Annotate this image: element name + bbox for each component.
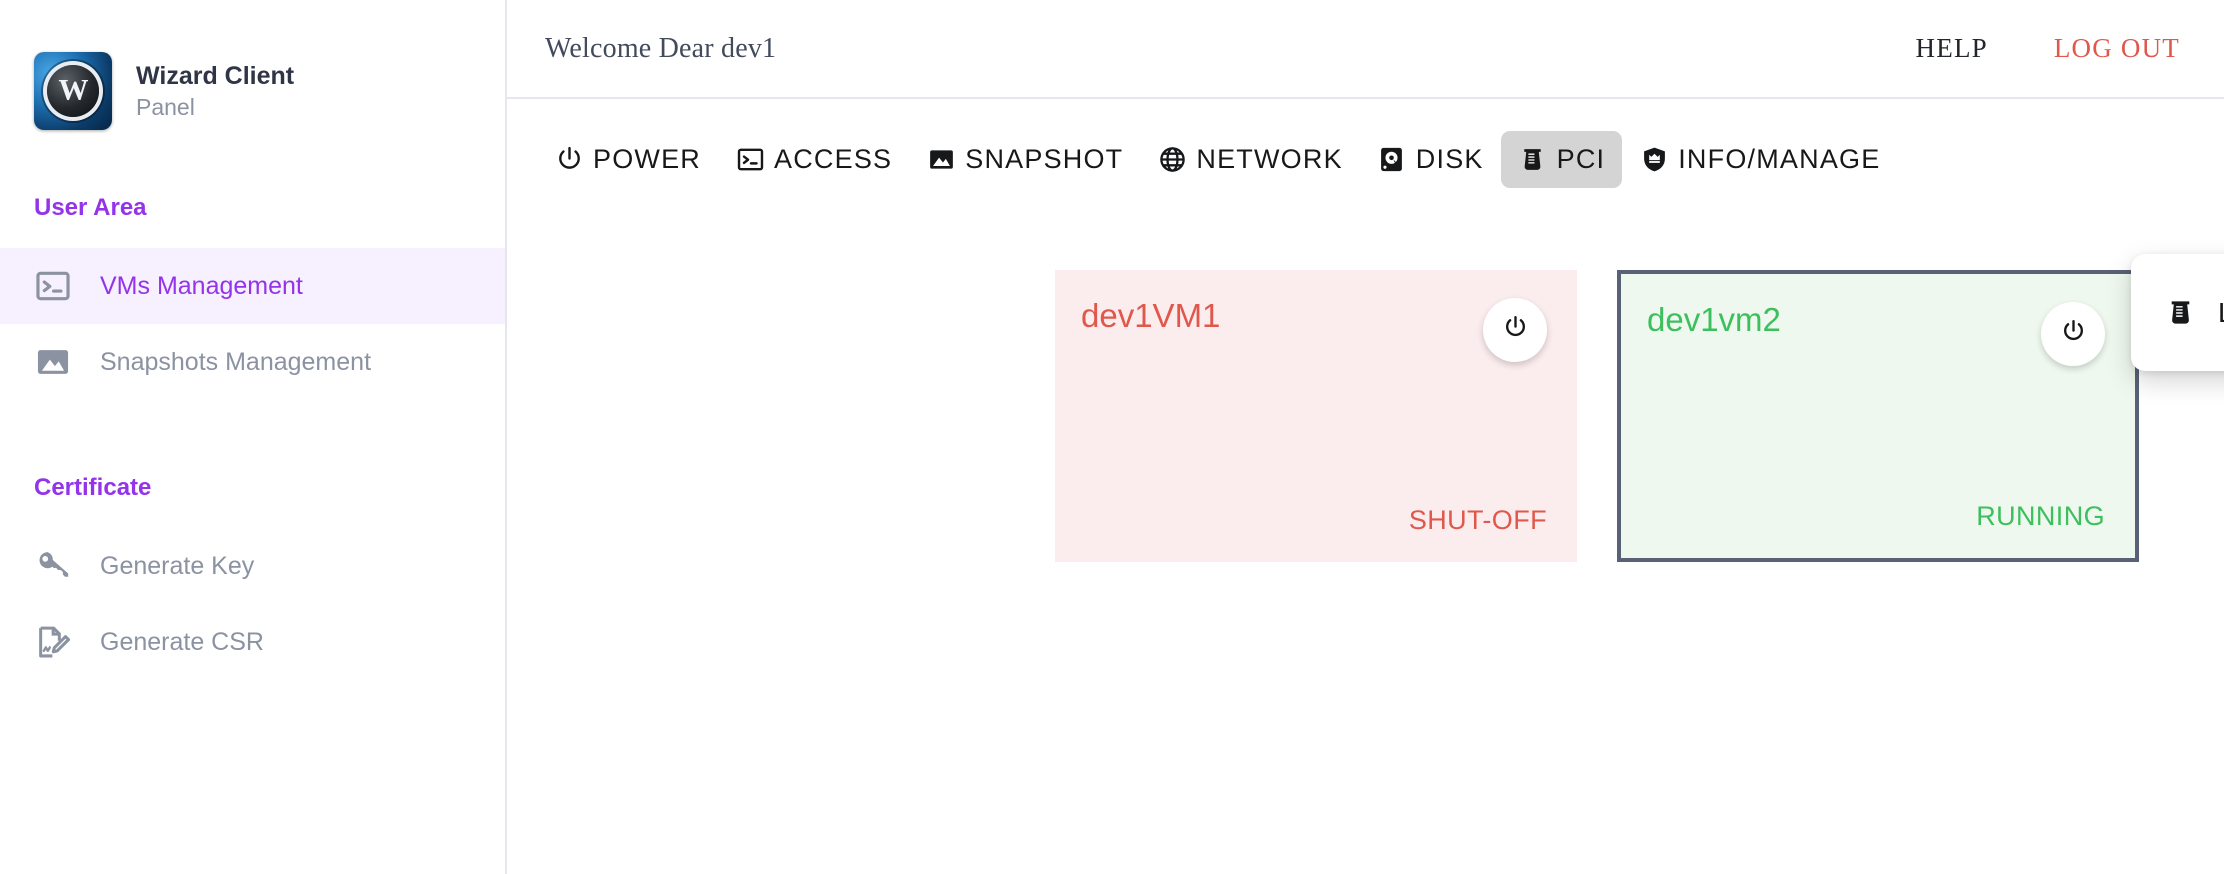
tab-label: DISK <box>1415 144 1484 174</box>
vm-status-badge: RUNNING <box>1976 501 2105 531</box>
vm-action-toolbar: POWER ACCESS <box>507 99 2224 188</box>
tab-snapshot[interactable]: SNAPSHOT <box>909 131 1140 188</box>
beaker-icon <box>2164 297 2196 329</box>
sidebar-section-certificate: Certificate <box>34 474 152 501</box>
document-pencil-icon <box>34 623 72 661</box>
beaker-icon <box>1518 145 1548 175</box>
power-icon <box>1502 314 1529 346</box>
wizard-w-logo-icon: W <box>34 52 112 130</box>
main-content: Welcome Dear dev1 HELP LOG OUT POWER <box>507 0 2224 874</box>
tab-access[interactable]: ACCESS <box>718 131 909 188</box>
welcome-message: Welcome Dear dev1 <box>545 32 777 64</box>
shield-crown-icon <box>1639 145 1669 175</box>
terminal-icon <box>735 145 765 175</box>
brand-title: Wizard Client <box>136 61 295 90</box>
sidebar-item-label: Generate CSR <box>100 627 264 656</box>
tab-label: PCI <box>1556 144 1606 174</box>
sidebar-nav: User Area VMs Management <box>0 194 505 680</box>
terminal-icon <box>34 267 72 305</box>
tab-disk[interactable]: DISK <box>1360 131 1501 188</box>
hard-drive-icon <box>1377 145 1407 175</box>
sidebar-item-label: VMs Management <box>100 271 303 300</box>
sidebar-item-label: Snapshots Management <box>100 347 372 376</box>
tab-label: POWER <box>593 144 702 174</box>
image-icon <box>926 145 956 175</box>
menu-item-list-pci[interactable]: List PCI <box>2131 254 2224 371</box>
help-button[interactable]: HELP <box>1915 33 1988 63</box>
logo-ring <box>47 65 99 117</box>
logout-button[interactable]: LOG OUT <box>2053 33 2180 63</box>
sidebar-item-vms-management[interactable]: VMs Management <box>0 248 505 324</box>
vm-name: dev1vm2 <box>1647 301 1781 338</box>
tab-label: SNAPSHOT <box>965 144 1124 174</box>
tab-power[interactable]: POWER <box>537 131 718 188</box>
sidebar-section-user-area: User Area <box>34 194 147 221</box>
tab-label: INFO/MANAGE <box>1678 144 1881 174</box>
vm-status-badge: SHUT-OFF <box>1408 505 1547 535</box>
key-icon <box>34 547 72 585</box>
tab-network[interactable]: NETWORK <box>1140 131 1359 188</box>
brand-subtitle: Panel <box>136 93 195 120</box>
pci-dropdown-menu: List PCI <box>2131 254 2224 371</box>
sidebar: W Wizard Client Panel User Area VMs Mana… <box>0 0 507 874</box>
tab-info-manage[interactable]: INFO/MANAGE <box>1622 131 1897 188</box>
menu-item-label: List PCI <box>2218 297 2224 329</box>
tab-label: ACCESS <box>774 144 893 174</box>
vm-power-button[interactable] <box>2041 302 2105 366</box>
sidebar-item-label: Generate Key <box>100 551 255 580</box>
vm-card[interactable]: dev1vm2 RUNNING <box>1617 270 2139 562</box>
vm-power-button[interactable] <box>1483 298 1547 362</box>
globe-icon <box>1157 145 1187 175</box>
image-icon <box>34 343 72 381</box>
sidebar-item-generate-csr[interactable]: Generate CSR <box>0 604 505 680</box>
tab-pci[interactable]: PCI <box>1500 131 1623 188</box>
topbar: Welcome Dear dev1 HELP LOG OUT <box>507 0 2224 99</box>
sidebar-item-snapshots-management[interactable]: Snapshots Management <box>0 324 505 400</box>
vm-name: dev1VM1 <box>1081 297 1221 334</box>
sidebar-item-generate-key[interactable]: Generate Key <box>0 528 505 604</box>
power-icon <box>2060 318 2087 350</box>
logo-wordmark: W <box>58 73 89 107</box>
brand: W Wizard Client Panel <box>0 0 505 130</box>
power-icon <box>554 145 584 175</box>
tab-label: NETWORK <box>1196 144 1343 174</box>
vm-card[interactable]: dev1VM1 SHUT-OFF <box>1055 270 1577 562</box>
vm-card-list: dev1VM1 SHUT-OFF dev1vm2 <box>1055 270 2139 562</box>
